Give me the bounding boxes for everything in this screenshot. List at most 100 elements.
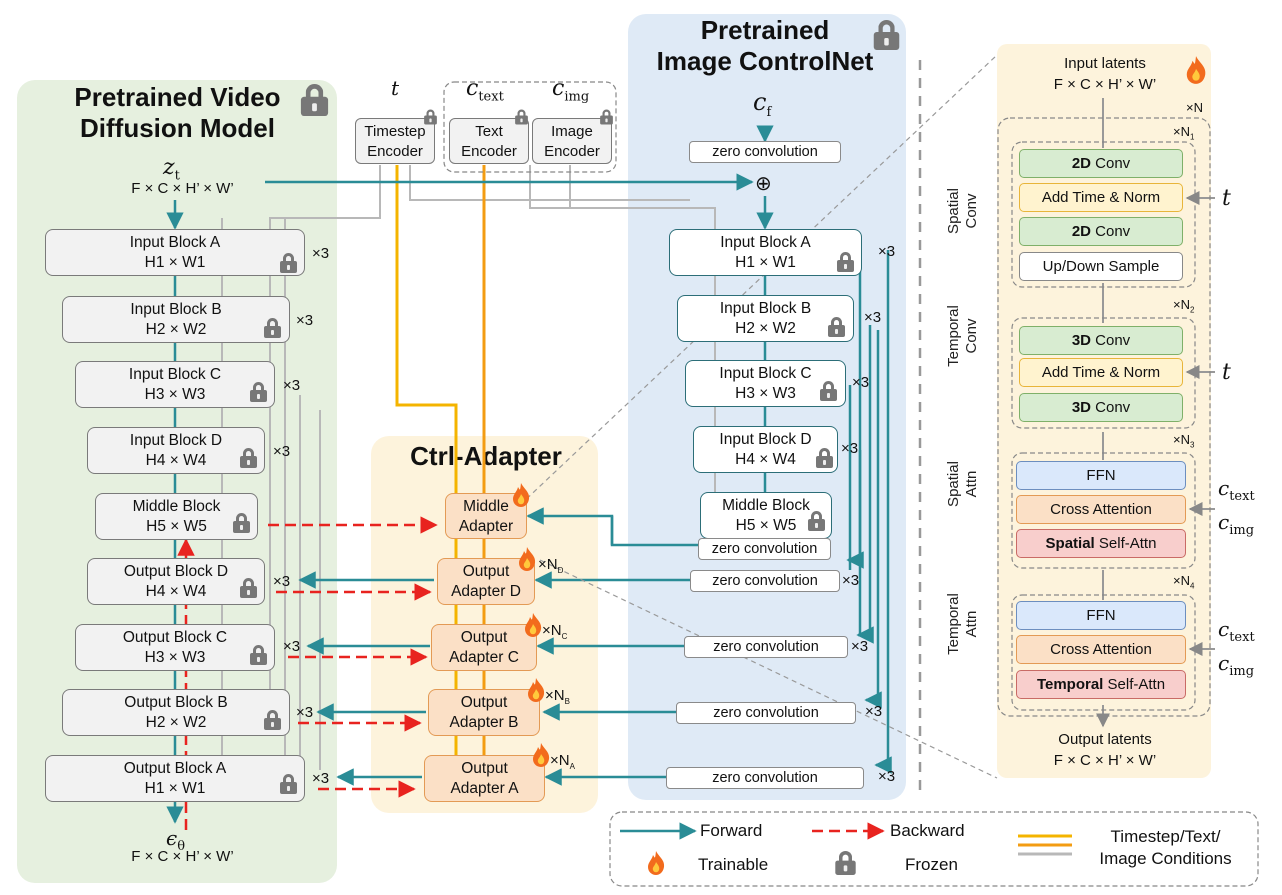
lock-icon [264, 318, 281, 338]
legend-frozen: Frozen [905, 855, 958, 874]
flame-icon [533, 743, 550, 767]
lock-icon [240, 448, 257, 468]
cf-symbol: cf [753, 88, 772, 120]
group-mult: ×N4 [1173, 573, 1195, 591]
t-symbol: t [391, 76, 400, 100]
lock-icon [233, 513, 250, 533]
ctext-symbol: ctext [1218, 476, 1255, 504]
adapter-mult-a: ×NA [550, 752, 575, 771]
lock-icon [240, 578, 257, 598]
mult-label: ×3 [841, 440, 859, 457]
lock-icon [820, 381, 837, 401]
t-symbol: t [1222, 360, 1231, 385]
mult-label: ×3 [296, 704, 314, 721]
ctrl-adapter-title: Ctrl-Adapter [410, 441, 562, 471]
zt-dims: F × C × H’ × W’ [131, 180, 234, 197]
add-time-norm-box: Add Time & Norm [1019, 358, 1183, 387]
ffn-box: FFN [1016, 601, 1186, 630]
mult-label: ×3 [312, 245, 330, 262]
mult-label: ×3 [851, 638, 869, 655]
video-title-lock-icon [300, 84, 329, 116]
group-mult: ×N3 [1173, 432, 1195, 450]
conv3d-box: 3D Conv [1019, 326, 1183, 355]
mult-label: ×3 [864, 309, 882, 326]
flame-icon [1186, 56, 1206, 84]
mult-label: ×3 [852, 374, 870, 391]
mult-label: ×3 [842, 572, 860, 589]
mult-label: ×3 [283, 377, 301, 394]
mult-label: ×3 [878, 243, 896, 260]
zt-label: zt [163, 155, 180, 184]
ctext-symbol: ctext [466, 76, 504, 105]
legend-backward: Backward [890, 821, 965, 840]
eps-label: ϵθ [166, 826, 186, 854]
group-mult: ×N2 [1173, 297, 1195, 315]
lock-icon [280, 253, 297, 273]
zero-convolution-middle: zero convolution [698, 538, 831, 560]
cross-attention-box: Cross Attention [1016, 495, 1186, 524]
zero-convolution-b: zero convolution [676, 702, 856, 724]
lock-icon [280, 774, 297, 794]
cimg-symbol: cimg [1218, 510, 1255, 538]
zero-convolution-a: zero convolution [666, 767, 864, 789]
spatial-self-attn-box: Spatial Self-Attn [1016, 529, 1186, 558]
lock-icon [837, 252, 854, 272]
legend-forward: Forward [700, 821, 763, 840]
flame-icon [648, 851, 665, 875]
adapter-mult-c: ×NC [542, 622, 568, 641]
input-latents-dims: F × C × H’ × W’ [1053, 76, 1157, 93]
input-latents-label: Input latents [1064, 55, 1146, 72]
temporal-self-attn-box: Temporal Self-Attn [1016, 670, 1186, 699]
adapter-mult-d: ×ND [538, 556, 564, 575]
conv3d-box: 3D Conv [1019, 393, 1183, 422]
output-latents-label: Output latents [1058, 731, 1152, 748]
lock-icon [816, 448, 833, 468]
flame-icon [525, 613, 542, 637]
ctext-symbol: ctext [1218, 617, 1255, 645]
lock-icon [515, 109, 528, 125]
mult-label: ×3 [273, 443, 291, 460]
t-symbol: t [1222, 186, 1231, 211]
legend-conditions: Timestep/Text/Image Conditions [1099, 827, 1232, 868]
zero-convolution-d: zero convolution [690, 570, 840, 592]
cross-attention-box: Cross Attention [1016, 635, 1186, 664]
lock-icon [835, 851, 856, 875]
mult-label: ×3 [878, 768, 896, 785]
cimg-symbol: cimg [1218, 651, 1255, 679]
lock-icon [600, 109, 613, 125]
adapter-mult-b: ×NB [545, 687, 570, 706]
zero-convolution-c: zero convolution [684, 636, 848, 658]
output-latents-dims: F × C × H’ × W’ [1053, 752, 1157, 769]
mult-label: ×3 [273, 573, 291, 590]
add-symbol: ⊕ [755, 173, 772, 195]
lock-icon [250, 382, 267, 402]
lock-icon [264, 710, 281, 730]
flame-icon [528, 678, 545, 702]
conv2d-box: 2D Conv [1019, 217, 1183, 246]
mult-label: ×3 [283, 638, 301, 655]
lock-icon [808, 511, 825, 531]
add-time-norm-box: Add Time & Norm [1019, 183, 1183, 212]
mult-label: ×3 [296, 312, 314, 329]
lock-icon [250, 645, 267, 665]
mult-label: ×3 [312, 770, 330, 787]
